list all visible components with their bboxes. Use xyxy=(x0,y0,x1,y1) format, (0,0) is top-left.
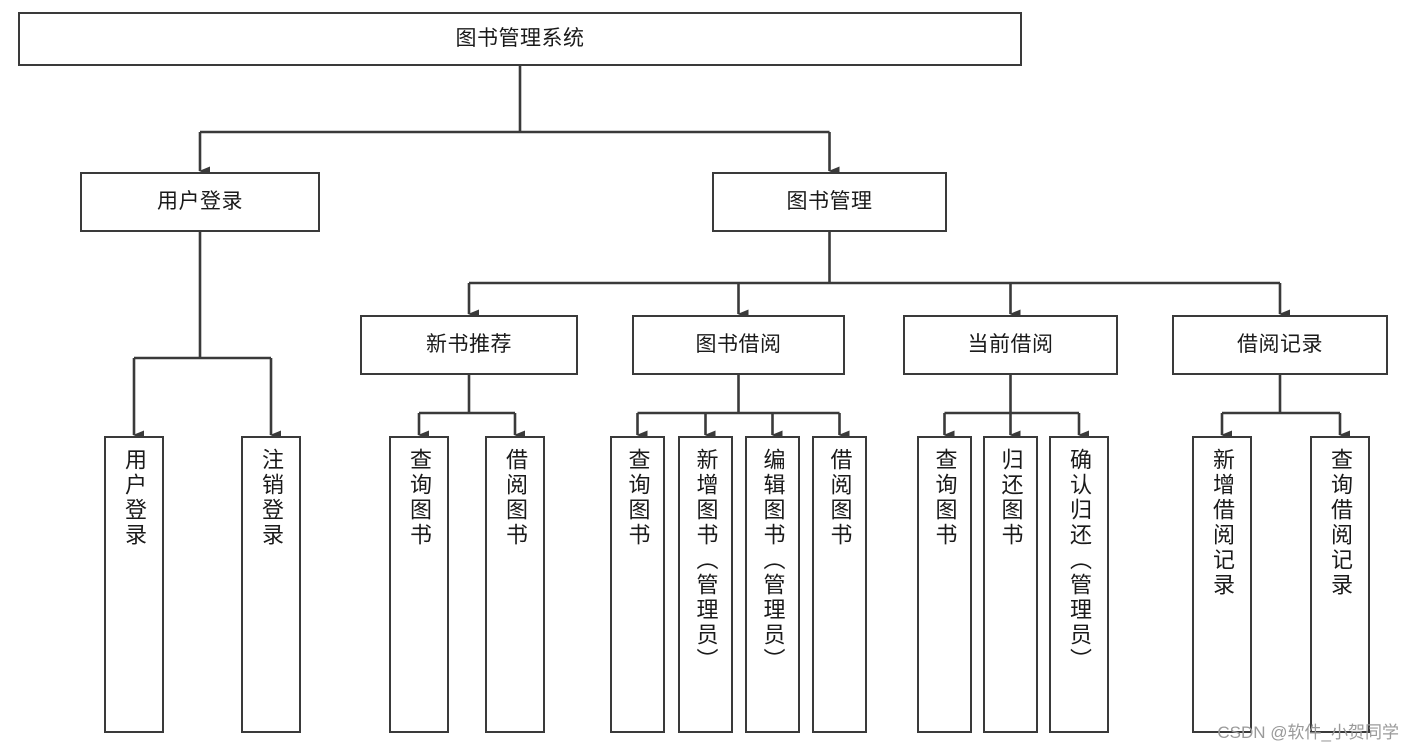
node-leaf-query-book-brw[interactable]: 查询图书 xyxy=(610,436,665,733)
node-leaf-borrow-book-rec[interactable]: 借阅图书 xyxy=(485,436,545,733)
node-label: 注销登录 xyxy=(259,448,284,548)
node-leaf-add-book[interactable]: 新增图书（管理员） xyxy=(678,436,733,733)
node-leaf-edit-book[interactable]: 编辑图书（管理员） xyxy=(745,436,800,733)
node-label: 当前借阅 xyxy=(967,332,1054,356)
node-label: 借阅图书 xyxy=(503,448,528,548)
csdn-watermark: CSDN @软件_小贺同学 xyxy=(1217,723,1399,742)
node-leaf-query-book-rec[interactable]: 查询图书 xyxy=(389,436,449,733)
node-book-borrow[interactable]: 图书借阅 xyxy=(632,315,845,375)
node-label: 图书管理系统 xyxy=(455,26,585,50)
node-leaf-return-book[interactable]: 归还图书 xyxy=(983,436,1038,733)
node-root[interactable]: 图书管理系统 xyxy=(18,12,1022,66)
node-label: 查询图书 xyxy=(407,448,432,548)
node-label: 查询图书 xyxy=(625,448,651,548)
node-label: 用户登录 xyxy=(157,189,243,213)
node-label: 编辑图书（管理员） xyxy=(760,448,786,673)
node-label: 图书管理 xyxy=(786,189,873,213)
node-label: 新增借阅记录 xyxy=(1210,448,1235,598)
node-label: 新书推荐 xyxy=(426,332,512,356)
node-label: 确认归还（管理员） xyxy=(1067,448,1092,673)
node-label: 归还图书 xyxy=(998,448,1024,548)
node-label: 借阅图书 xyxy=(827,448,853,548)
node-leaf-user-login[interactable]: 用户登录 xyxy=(104,436,164,733)
node-label: 用户登录 xyxy=(122,448,147,548)
node-leaf-borrow-book-brw[interactable]: 借阅图书 xyxy=(812,436,867,733)
node-leaf-query-book-cur[interactable]: 查询图书 xyxy=(917,436,972,733)
node-user-login[interactable]: 用户登录 xyxy=(80,172,320,232)
node-label: 新增图书（管理员） xyxy=(693,448,719,673)
node-label: 借阅记录 xyxy=(1237,332,1323,356)
node-new-book-rec[interactable]: 新书推荐 xyxy=(360,315,578,375)
node-borrow-record[interactable]: 借阅记录 xyxy=(1172,315,1388,375)
node-label: 图书借阅 xyxy=(695,332,782,356)
node-leaf-add-record[interactable]: 新增借阅记录 xyxy=(1192,436,1252,733)
node-label: 查询借阅记录 xyxy=(1328,448,1353,598)
node-leaf-logout[interactable]: 注销登录 xyxy=(241,436,301,733)
node-label: 查询图书 xyxy=(932,448,958,548)
node-current-borrow[interactable]: 当前借阅 xyxy=(903,315,1118,375)
node-leaf-confirm-return[interactable]: 确认归还（管理员） xyxy=(1049,436,1109,733)
node-leaf-query-record[interactable]: 查询借阅记录 xyxy=(1310,436,1370,733)
node-book-manage[interactable]: 图书管理 xyxy=(712,172,947,232)
